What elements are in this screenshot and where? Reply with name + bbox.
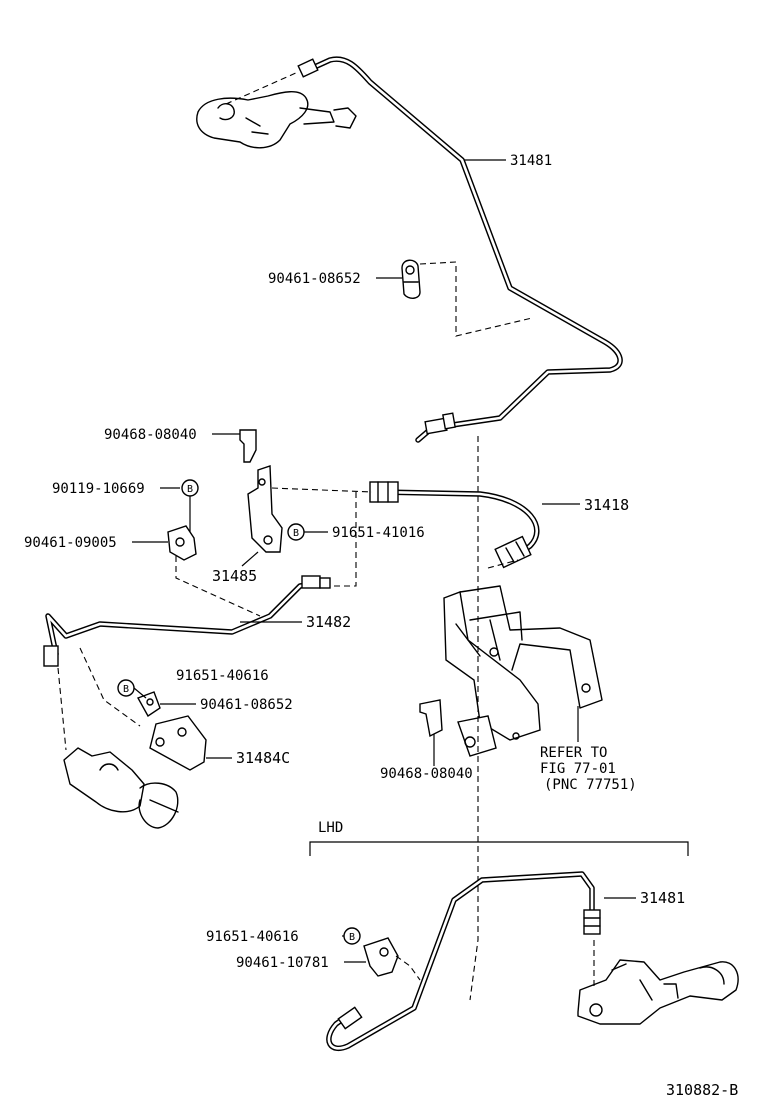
master-cylinder-top	[196, 71, 357, 149]
label-90461-09005: 90461-09005	[24, 535, 117, 551]
callout-b-4: B	[343, 927, 361, 945]
pipe-31481-lhd	[326, 871, 601, 1051]
cylinder-lower-left	[63, 747, 179, 829]
label-31418: 31418	[584, 496, 629, 514]
master-cylinder-lhd	[577, 940, 739, 1025]
label-90119-10669: 90119-10669	[52, 481, 145, 497]
refer-line-1: REFER TO	[540, 745, 607, 761]
leader-lines	[132, 159, 636, 963]
callout-b-1: B	[181, 479, 199, 497]
label-31482: 31482	[306, 613, 351, 631]
label-91651-41016: 91651-41016	[332, 525, 425, 541]
lhd-bracket	[309, 841, 689, 856]
label-90468-08040-top: 90468-08040	[104, 427, 197, 443]
label-31481-lhd: 31481	[640, 889, 685, 907]
refer-line-3: (PNC 77751)	[544, 777, 637, 793]
label-31481-top: 31481	[510, 153, 552, 169]
label-31484C: 31484C	[236, 749, 290, 767]
label-91651-40616-mid: 91651-40616	[176, 668, 269, 684]
label-90468-08040-bottom: 90468-08040	[380, 766, 473, 782]
clip-90468-08040-bottom	[419, 699, 443, 738]
figure-number: 310882-B	[666, 1081, 738, 1099]
callout-b-3: B	[117, 679, 135, 697]
hose-31418	[369, 481, 540, 569]
pipe-31481-top	[297, 56, 623, 443]
clip-90461-08652-top	[401, 259, 533, 337]
refer-line-2: FIG 77-01	[540, 761, 616, 777]
label-31485: 31485	[212, 567, 257, 585]
label-90461-08652-mid: 90461-08652	[200, 697, 293, 713]
pedal-bracket	[443, 585, 603, 757]
label-90461-08652-top: 90461-08652	[268, 271, 361, 287]
clamp-90461-09005	[167, 525, 197, 561]
clip-90468-08040-top	[239, 429, 257, 463]
callout-b-2: B	[287, 523, 305, 541]
pipe-31482	[43, 575, 331, 751]
callout-b-2-letter: B	[293, 528, 299, 539]
bracket-31485	[247, 465, 283, 553]
bracket-31484C	[136, 691, 207, 771]
label-90461-10781: 90461-10781	[236, 955, 329, 971]
callout-b-3-letter: B	[123, 684, 129, 695]
callout-b-4-letter: B	[349, 932, 355, 943]
label-91651-40616-lhd: 91651-40616	[206, 929, 299, 945]
label-lhd: LHD	[318, 820, 343, 836]
callout-b-1-letter: B	[187, 484, 193, 495]
clip-90461-10781	[363, 937, 421, 981]
